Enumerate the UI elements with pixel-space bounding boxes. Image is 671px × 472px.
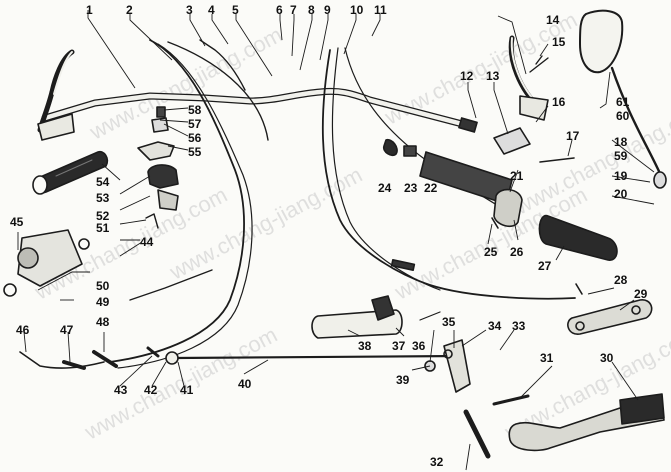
part-label-10: 10: [350, 3, 364, 17]
part-label-30: 30: [600, 351, 614, 365]
part-label-13: 13: [486, 69, 500, 83]
part-label-14: 14: [546, 13, 560, 27]
part-label-19: 19: [614, 169, 628, 183]
part-label-21: 21: [510, 169, 524, 183]
part-label-11: 11: [374, 3, 387, 17]
part-label-26: 26: [510, 245, 524, 259]
throttle-parts: [382, 127, 618, 295]
part-label-7: 7: [290, 3, 297, 17]
part-label-25: 25: [484, 245, 498, 259]
part-label-61: 61: [616, 95, 630, 109]
part-label-1: 1: [86, 3, 93, 17]
switch-parts: [137, 106, 179, 229]
part-label-27: 27: [538, 259, 552, 273]
part-label-46: 46: [16, 323, 30, 337]
part-label-33: 33: [512, 319, 526, 333]
part-label-23: 23: [404, 181, 418, 195]
part-label-43: 43: [114, 383, 128, 397]
part-label-56: 56: [188, 131, 202, 145]
brake-pedal: [492, 393, 665, 452]
part-label-24: 24: [378, 181, 392, 195]
part-label-29: 29: [634, 287, 648, 301]
watermark-text: www.chang-jiang.com: [85, 22, 287, 145]
part-number-labels: 1 2 3 4 5 6 7 8 9 10 11 12 13 14 15 16 1…: [10, 3, 648, 469]
part-label-5: 5: [232, 3, 239, 17]
part-label-60: 60: [616, 109, 630, 123]
leader-lines: [17, 10, 655, 471]
part-label-41: 41: [180, 383, 194, 397]
part-label-20: 20: [614, 187, 628, 201]
part-label-4: 4: [208, 3, 215, 17]
part-label-34: 34: [488, 319, 502, 333]
left-grip: [32, 150, 109, 195]
part-label-9: 9: [324, 3, 331, 17]
part-label-3: 3: [186, 3, 193, 17]
part-label-52: 52: [96, 209, 110, 223]
part-label-39: 39: [396, 373, 410, 387]
part-label-2: 2: [126, 3, 133, 17]
part-label-49: 49: [96, 295, 110, 309]
left-brake-lever: [37, 49, 75, 141]
part-label-55: 55: [188, 145, 202, 159]
part-label-36: 36: [412, 339, 426, 353]
part-label-47: 47: [60, 323, 74, 337]
pedal-bracket: [424, 339, 491, 459]
part-label-16: 16: [552, 95, 566, 109]
part-label-17: 17: [566, 129, 580, 143]
handlebar: [41, 87, 478, 133]
stop-switch: [311, 295, 441, 339]
part-label-54: 54: [96, 175, 110, 189]
part-label-53: 53: [96, 191, 110, 205]
part-label-50: 50: [96, 279, 110, 293]
part-label-40: 40: [238, 377, 252, 391]
watermark-text: www.chang-jiang.com: [165, 162, 367, 285]
part-label-32: 32: [430, 455, 444, 469]
part-label-15: 15: [552, 35, 566, 49]
part-label-38: 38: [358, 339, 372, 353]
mirror-assembly: [529, 9, 667, 189]
part-label-48: 48: [96, 315, 110, 329]
part-label-57: 57: [188, 117, 202, 131]
part-label-35: 35: [442, 315, 456, 329]
part-label-51: 51: [96, 221, 110, 235]
lower-left-cable: [19, 346, 160, 370]
cable-bundle-left: [109, 39, 269, 369]
part-label-8: 8: [308, 3, 315, 17]
part-label-12: 12: [460, 69, 474, 83]
part-label-44: 44: [140, 235, 154, 249]
part-label-37: 37: [392, 339, 406, 353]
part-label-58: 58: [188, 103, 202, 117]
part-label-6: 6: [276, 3, 283, 17]
part-label-28: 28: [614, 273, 628, 287]
part-label-18: 18: [614, 135, 628, 149]
left-switch-housing: [3, 229, 90, 297]
part-label-22: 22: [424, 181, 438, 195]
brake-arm: [567, 299, 653, 335]
part-label-45: 45: [10, 215, 24, 229]
part-label-42: 42: [144, 383, 158, 397]
right-clutch-lever: [508, 35, 549, 121]
part-label-59: 59: [614, 149, 628, 163]
brake-rod: [165, 351, 462, 365]
part-label-31: 31: [540, 351, 554, 365]
